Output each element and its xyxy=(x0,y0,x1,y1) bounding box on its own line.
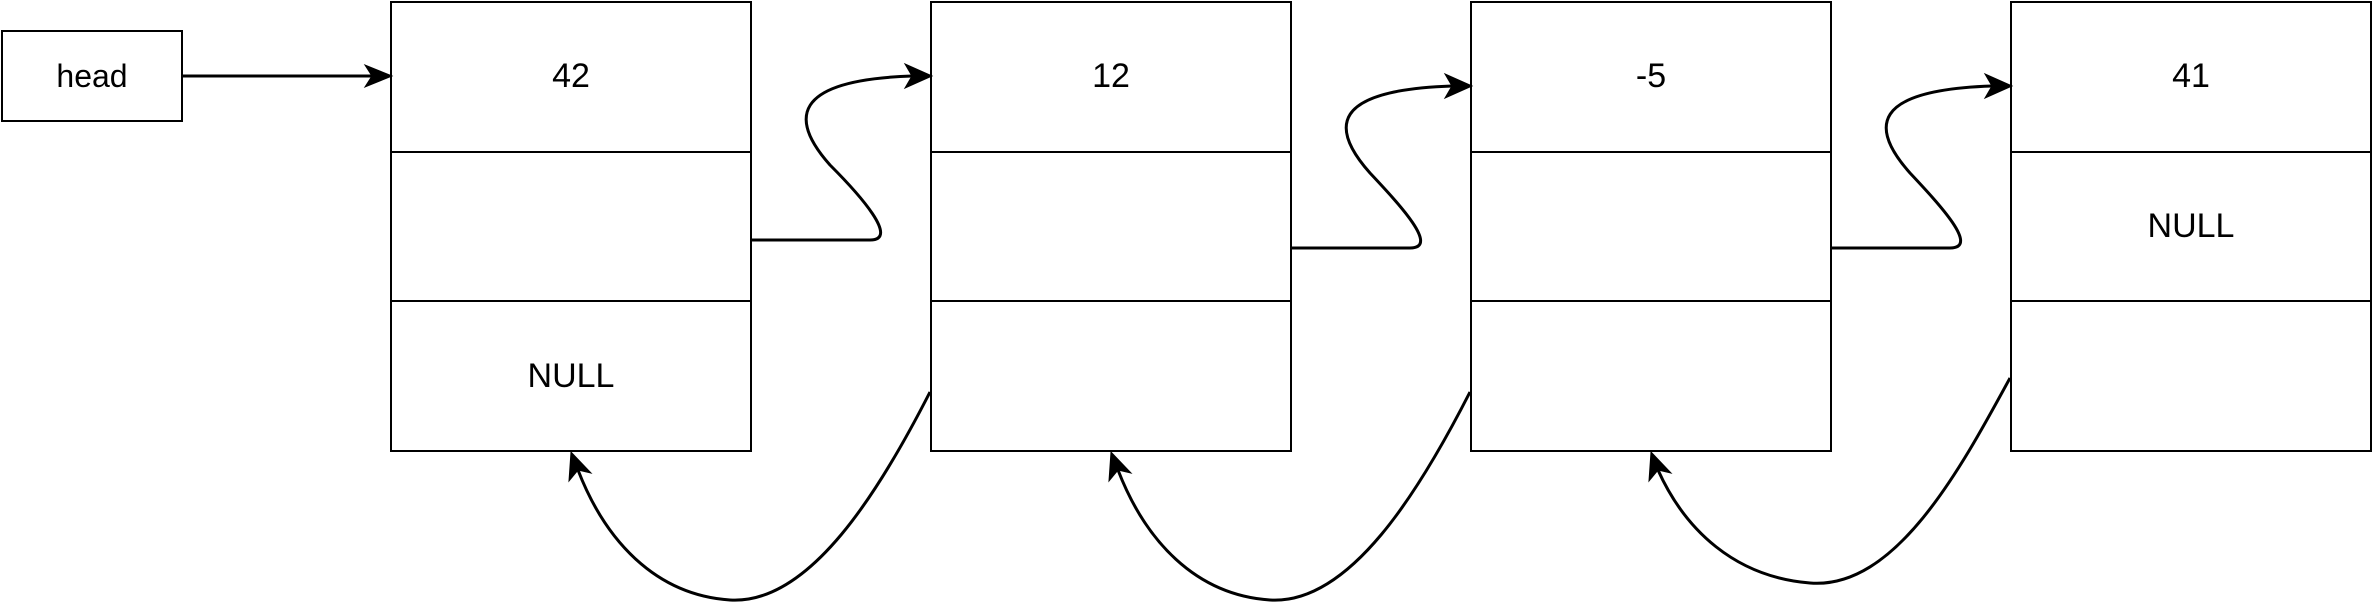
node-1-value-cell: 42 xyxy=(392,3,750,153)
node-2-value-cell: 12 xyxy=(932,3,1290,153)
node-2-next-cell xyxy=(932,153,1290,303)
head-to-node-1-arrowhead xyxy=(363,63,394,89)
head-pointer-box: head xyxy=(1,30,183,122)
node-3-prev-arrowhead xyxy=(1108,450,1133,483)
node-2-next-arrowhead xyxy=(1443,72,1474,100)
node-4-next-cell: NULL xyxy=(2012,153,2370,303)
node-4-prev-arrowhead xyxy=(1648,450,1673,483)
node-3-next-arrow xyxy=(1832,84,1993,250)
node-3-next-arrowhead xyxy=(1983,72,2014,100)
list-node-3: -5 xyxy=(1470,1,1832,452)
node-3-prev-cell xyxy=(1472,302,1830,450)
list-node-4: 41 NULL xyxy=(2010,1,2372,452)
node-4-prev-cell xyxy=(2012,302,2370,450)
list-node-2: 12 xyxy=(930,1,1292,452)
node-4-value-cell: 41 xyxy=(2012,3,2370,153)
node-1-prev-cell: NULL xyxy=(527,356,615,395)
node-3-next-cell xyxy=(1472,153,1830,303)
node-1-next-cell xyxy=(392,153,750,303)
node-2-prev-cell xyxy=(932,302,1290,450)
node-1-next-arrow xyxy=(752,74,913,242)
node-3-value-cell: -5 xyxy=(1472,3,1830,153)
node-2-next-arrow xyxy=(1292,84,1453,250)
list-node-1: 42 NULL xyxy=(390,1,752,452)
node-2-prev-arrowhead xyxy=(568,450,593,483)
node-1-next-arrowhead xyxy=(903,62,934,90)
head-label: head xyxy=(56,57,128,94)
